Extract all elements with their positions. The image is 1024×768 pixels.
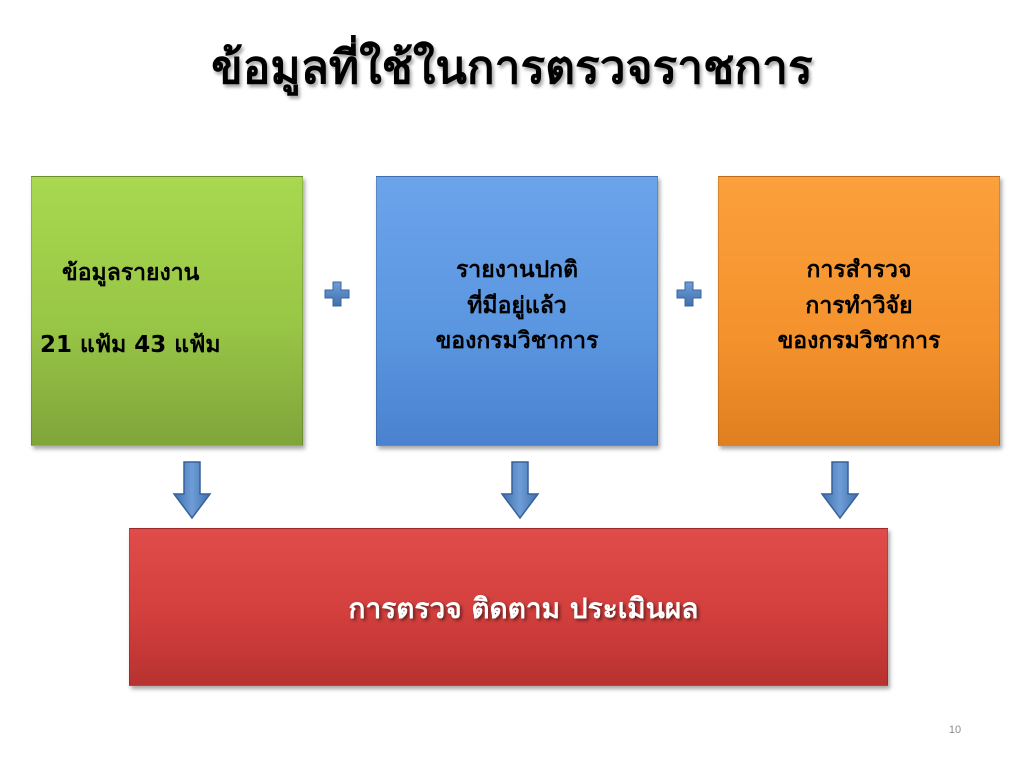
routine-report-text: รายงานปกติ ที่มีอยู่แล้ว ของกรมวิชาการ	[377, 253, 657, 360]
inspection-label: การตรวจ ติดตาม ประเมินผล	[348, 592, 699, 625]
arrow-down-icon	[500, 461, 540, 520]
survey-research-line: การสำรวจ	[806, 257, 912, 283]
arrow-down-icon	[172, 461, 212, 520]
survey-research-line: การทำวิจัย	[805, 292, 913, 319]
slide-title: ข้อมูลที่ใช้ในการตรวจราชการ	[211, 40, 813, 94]
routine-report-line: ของกรมวิชาการ	[435, 328, 599, 355]
survey-research-line: ของกรมวิชาการ	[777, 328, 941, 355]
plus-icon	[676, 281, 702, 307]
survey-research-box: การสำรวจ การทำวิจัย ของกรมวิชาการ	[718, 176, 1000, 446]
report-data-box: ข้อมูลรายงาน 21 แฟ้ม 43 แฟ้ม	[31, 176, 303, 446]
arrow-down-icon	[820, 461, 860, 520]
inspection-box: การตรวจ ติดตาม ประเมินผล	[129, 528, 888, 686]
routine-report-line: รายงานปกติ	[455, 257, 579, 283]
report-data-files: 21 แฟ้ม 43 แฟ้ม	[40, 332, 221, 358]
report-data-label: ข้อมูลรายงาน	[62, 260, 200, 286]
routine-report-box: รายงานปกติ ที่มีอยู่แล้ว ของกรมวิชาการ	[376, 176, 658, 446]
survey-research-text: การสำรวจ การทำวิจัย ของกรมวิชาการ	[719, 253, 999, 360]
page-number: 10	[948, 724, 962, 736]
plus-icon	[324, 281, 350, 307]
routine-report-line: ที่มีอยู่แล้ว	[467, 292, 567, 319]
